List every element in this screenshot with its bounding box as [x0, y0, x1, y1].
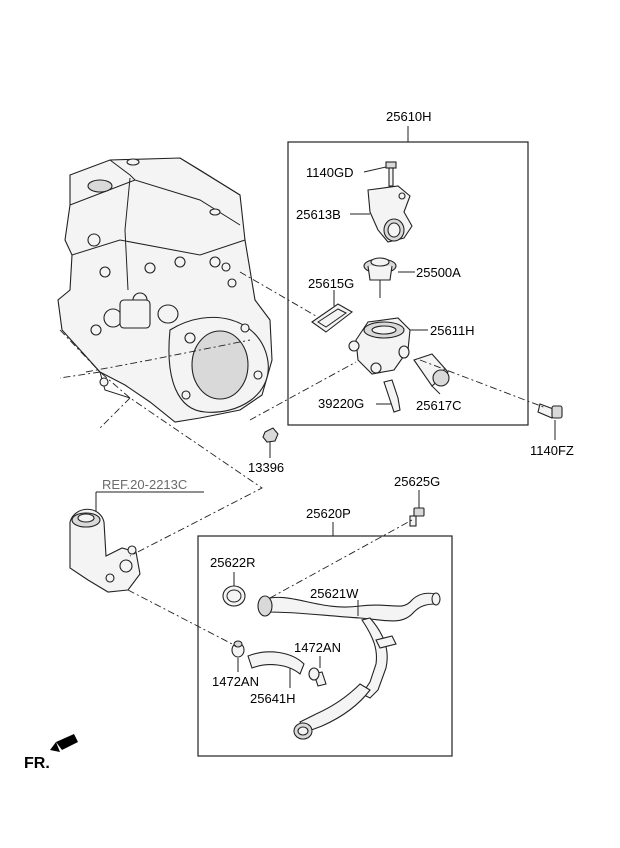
front-label: FR. [24, 755, 50, 772]
pipe-25621W [257, 592, 441, 740]
fitting-25613B [350, 185, 413, 243]
sensor-39220G [376, 379, 401, 413]
gasket-25615G [311, 290, 353, 333]
label-25641H: 25641H [250, 691, 296, 706]
label-1140GD: 1140GD [306, 165, 353, 180]
nut-13396 [262, 427, 279, 458]
pipe-assembly-box [197, 535, 453, 757]
clamp-1472AN-left [231, 640, 245, 672]
ref-label: REF.20-2213C [102, 477, 187, 492]
bolt-1140FZ [537, 403, 563, 440]
oil-cooler-ref [69, 491, 204, 593]
label-25613B: 25613B [296, 207, 341, 222]
label-1472AN-left: 1472AN [212, 674, 259, 689]
housing-25611H [348, 317, 428, 375]
bolt-1140GD [363, 161, 397, 187]
engine-block [57, 157, 273, 423]
label-25615G: 25615G [308, 276, 354, 291]
bolt-25625G [409, 490, 425, 527]
label-25625G: 25625G [394, 474, 440, 489]
label-39220G: 39220G [318, 396, 364, 411]
front-arrow-icon [50, 734, 78, 752]
thermostat-25500A [363, 257, 415, 298]
label-25617C: 25617C [416, 398, 462, 413]
oring-25622R [222, 572, 246, 607]
label-1472AN-right: 1472AN [294, 640, 341, 655]
front-direction-marker: FR. [24, 734, 78, 772]
pipe-25617C [413, 353, 450, 395]
label-25500A: 25500A [416, 265, 461, 280]
label-1140FZ: 1140FZ [530, 443, 574, 458]
label-25610H: 25610H [386, 109, 432, 124]
label-25611H: 25611H [430, 323, 475, 338]
connection-lines [59, 271, 547, 647]
label-25620P: 25620P [306, 506, 351, 521]
clamp-1472AN-right [308, 656, 321, 681]
label-25621W: 25621W [310, 586, 359, 601]
label-13396: 13396 [248, 460, 284, 475]
label-25622R: 25622R [210, 555, 256, 570]
